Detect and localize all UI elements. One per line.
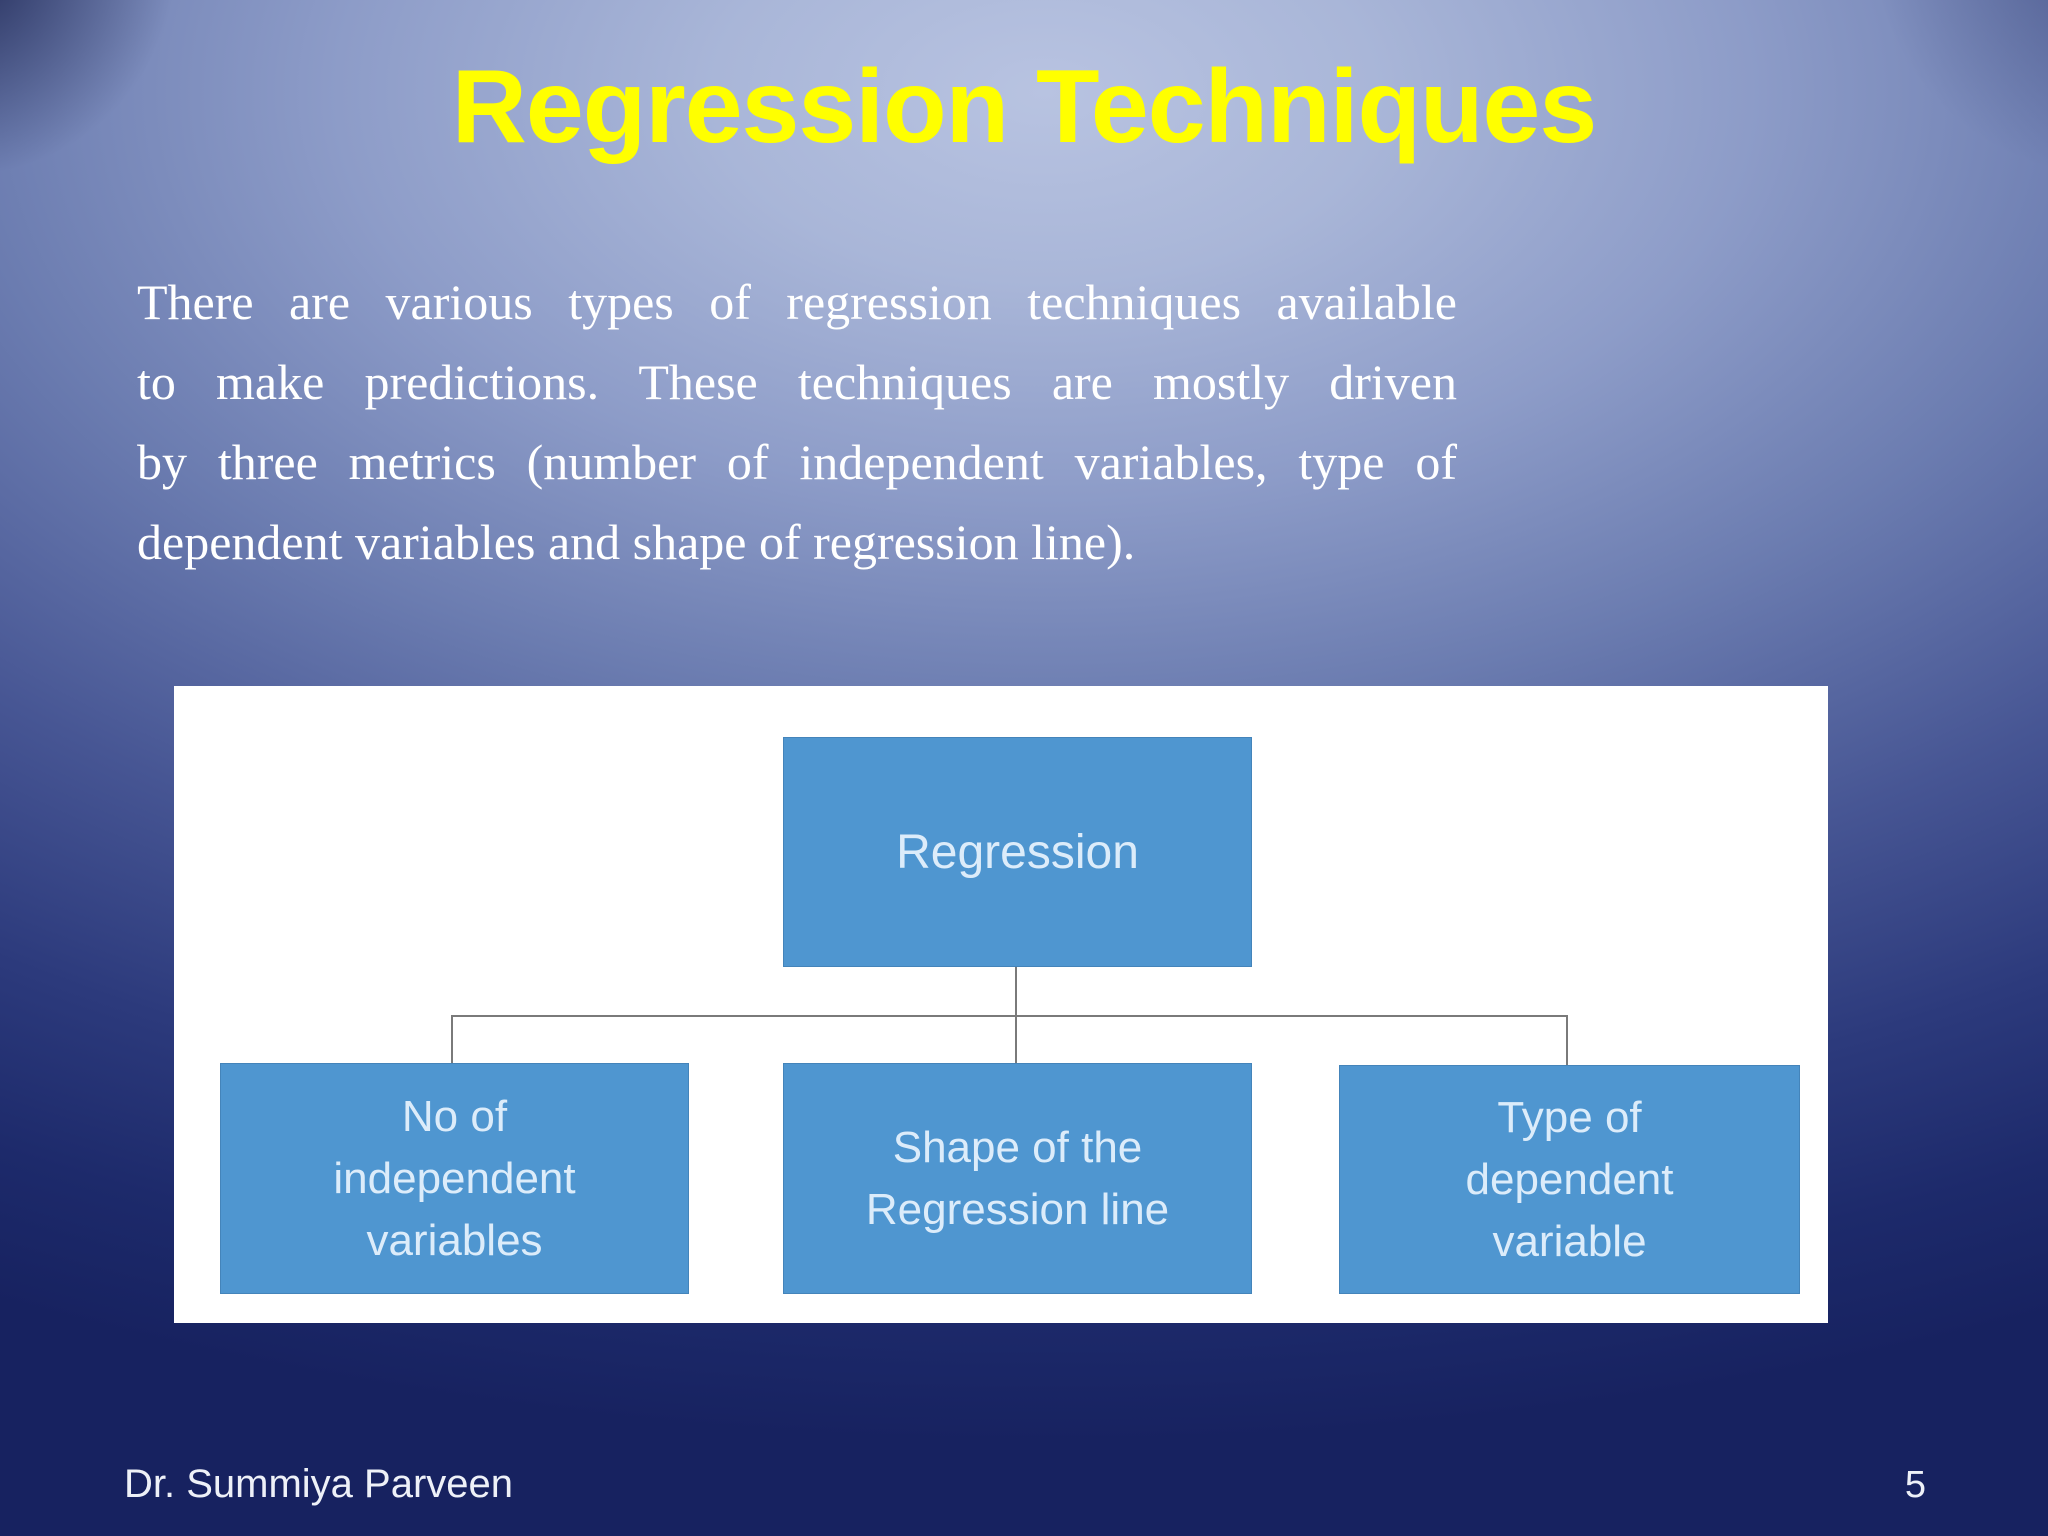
diagram-box-independent-variables: No of independent variables bbox=[220, 1063, 689, 1294]
diagram-panel: Regression No of independent variables S… bbox=[174, 686, 1828, 1323]
diagram-box-regression-line-shape: Shape of the Regression line bbox=[783, 1063, 1252, 1294]
diagram-box-label-line: independent bbox=[333, 1153, 576, 1203]
body-line-3: by three metrics (number of independent … bbox=[137, 434, 1457, 490]
diagram-box-label-line: No of bbox=[401, 1091, 508, 1141]
body-paragraph: There are various types of regression te… bbox=[137, 262, 1457, 582]
connector-left-stub bbox=[451, 1015, 453, 1063]
diagram-box-label: Regression bbox=[896, 825, 1139, 879]
diagram-box-label-line: Shape of the bbox=[892, 1122, 1143, 1172]
connector-right-stub bbox=[1566, 1015, 1568, 1065]
body-line-2: to make predictions. These techniques ar… bbox=[137, 354, 1457, 410]
diagram-box-label-line: variable bbox=[1492, 1216, 1647, 1266]
connector-horizontal bbox=[451, 1015, 1568, 1017]
footer-author: Dr. Summiya Parveen bbox=[124, 1462, 514, 1506]
diagram-box-label-line: Type of bbox=[1497, 1092, 1642, 1142]
diagram-box-dependent-variable: Type of dependent variable bbox=[1339, 1065, 1800, 1294]
diagram-box-regression: Regression bbox=[783, 737, 1252, 967]
body-line-4: dependent variables and shape of regress… bbox=[137, 514, 1136, 570]
slide-number: 5 bbox=[1904, 1464, 1926, 1506]
body-line-1: There are various types of regression te… bbox=[137, 274, 1457, 330]
slide-title: Regression Techniques bbox=[451, 49, 1597, 165]
diagram-box-label-line: variables bbox=[366, 1215, 543, 1265]
diagram-box-label-line: Regression line bbox=[865, 1184, 1170, 1234]
diagram-box-label-line: dependent bbox=[1465, 1154, 1674, 1204]
